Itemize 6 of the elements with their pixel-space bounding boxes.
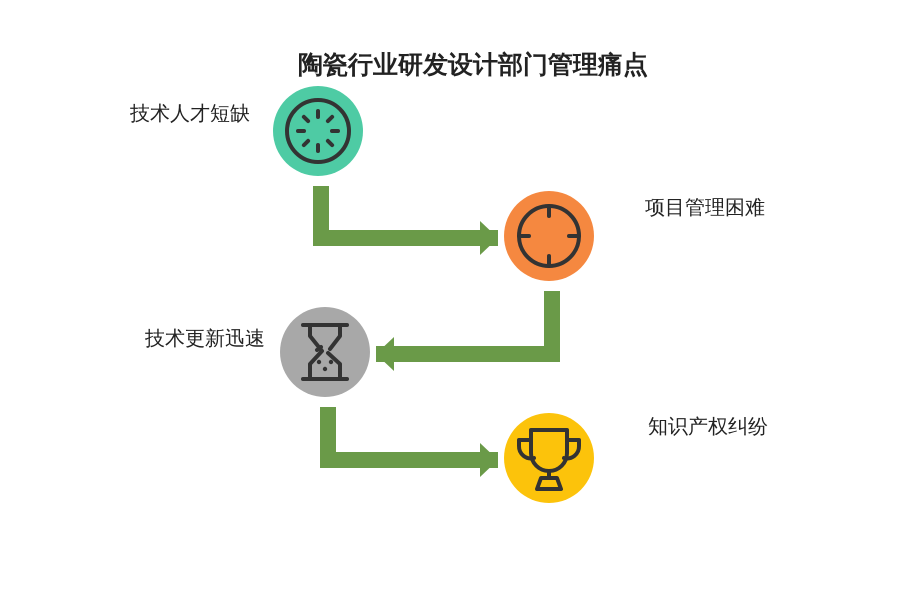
node-caption: 技术人才短缺	[130, 102, 250, 127]
node-caption: 知识产权纠纷	[648, 415, 768, 440]
title: 陶瓷行业研发设计部门管理痛点	[297, 50, 649, 81]
arrow	[376, 291, 560, 371]
node-caption: 项目管理困难	[645, 196, 765, 221]
node-caption: 技术更新迅速	[145, 327, 265, 352]
